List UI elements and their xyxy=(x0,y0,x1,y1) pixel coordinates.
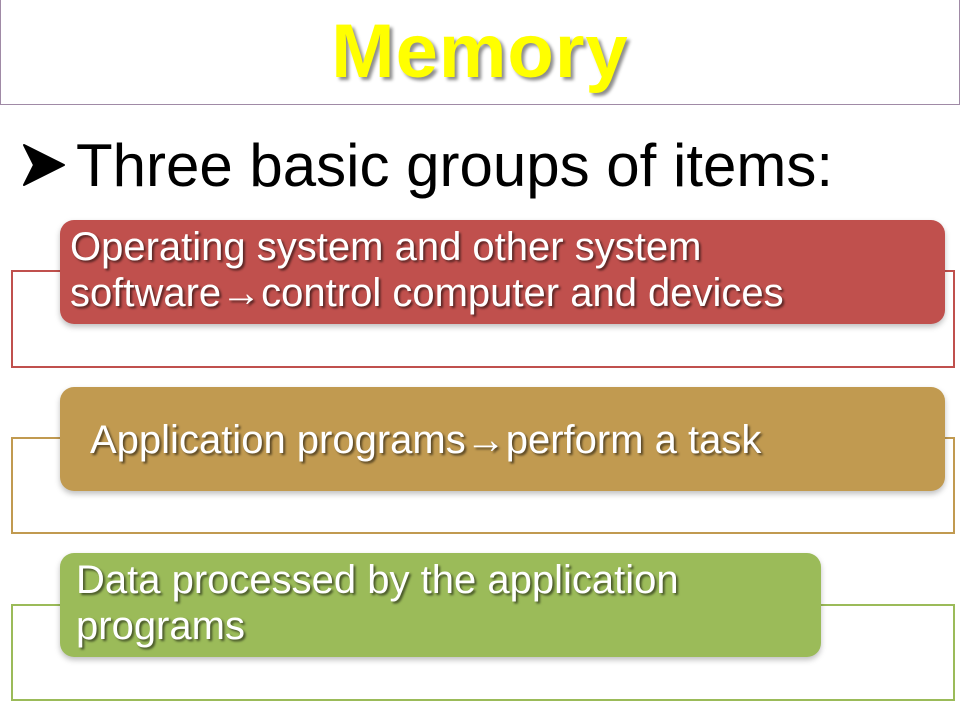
title-box xyxy=(0,0,960,105)
arrow-bullet-icon xyxy=(23,144,65,186)
group-item-1: Operating system and other system softwa… xyxy=(60,220,945,324)
group-item-1-text: Operating system and other system softwa… xyxy=(70,225,784,315)
bullet-row: Three basic groups of items: xyxy=(20,130,833,200)
group-item-3: Data processed by the application progra… xyxy=(60,553,821,657)
group-item-2: Application programs→perform a task xyxy=(60,387,945,491)
group-item-2-text: Application programs→perform a task xyxy=(90,418,762,462)
group-item-3-text: Data processed by the application progra… xyxy=(76,558,679,648)
slide-title: Memory xyxy=(331,9,629,94)
bullet-text: Three basic groups of items: xyxy=(76,131,834,199)
